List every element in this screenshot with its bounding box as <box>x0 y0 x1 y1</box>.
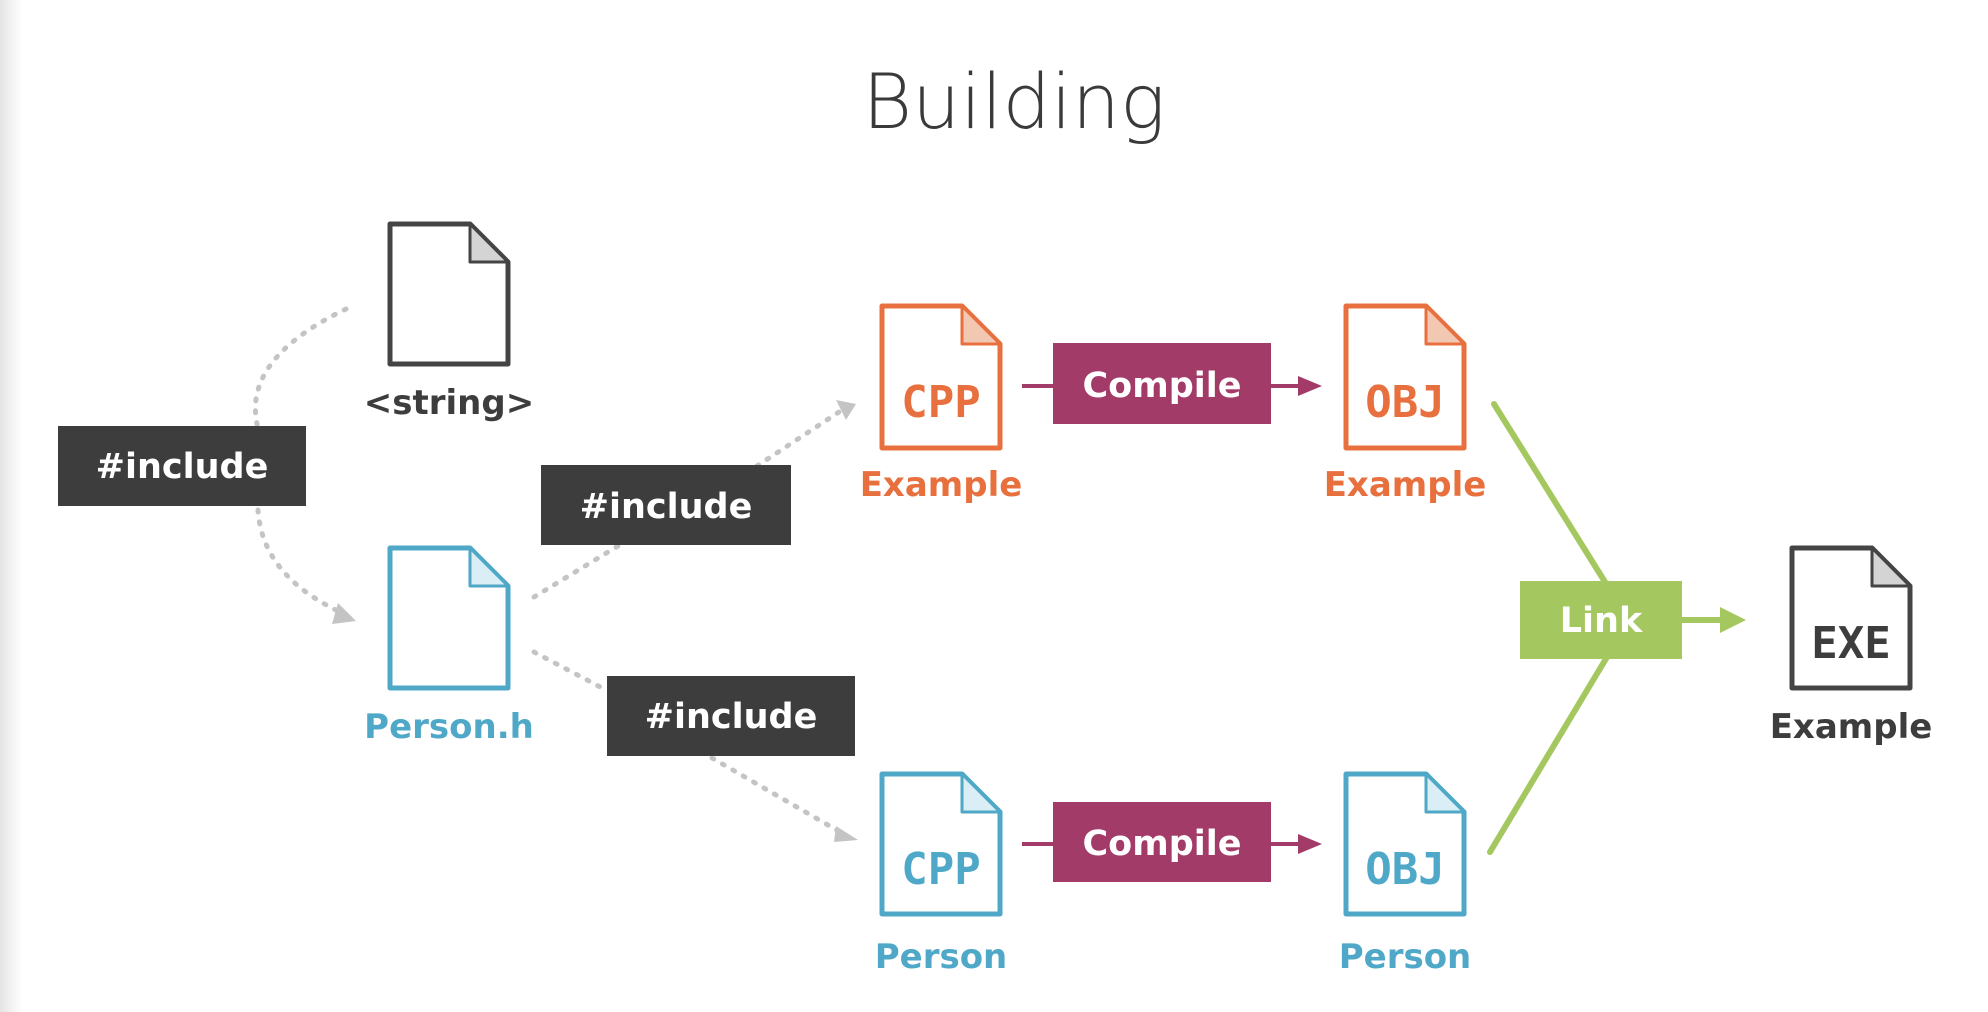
link-label: Link <box>1560 601 1643 641</box>
file-label-example-cpp: Example <box>860 465 1023 505</box>
document-icon <box>879 303 1003 451</box>
document-icon <box>387 221 511 367</box>
left-edge-shadow <box>0 0 22 1012</box>
file-label-person-obj: Person <box>1339 937 1472 977</box>
file-code-example-exe: EXE <box>1811 618 1890 669</box>
compile-label-example: Compile <box>1083 366 1242 406</box>
document-icon <box>1789 545 1913 691</box>
include-label-person: #include <box>645 697 818 737</box>
file-code-person-cpp: CPP <box>901 844 980 895</box>
include-box-example: #include <box>541 465 791 545</box>
arrow-head-icon <box>1720 607 1746 633</box>
include-arrow-string-to-person <box>252 306 356 624</box>
file-code-example-cpp: CPP <box>901 377 980 428</box>
file-label-person-h: Person.h <box>364 707 534 747</box>
link-box: Link <box>1520 581 1682 659</box>
arrow-head-icon <box>836 400 856 420</box>
file-person-obj: OBJ <box>1343 771 1467 917</box>
slide-title: Building <box>862 57 1165 146</box>
document-icon <box>1343 771 1467 917</box>
include-arrow-person-to-person-cpp <box>531 649 858 842</box>
file-label-example-obj: Example <box>1324 465 1487 505</box>
compile-label-person: Compile <box>1083 824 1242 864</box>
document-icon <box>387 545 511 691</box>
link-lines <box>1487 401 1746 855</box>
file-example-cpp: CPP <box>879 303 1003 451</box>
file-person-cpp: CPP <box>879 771 1003 917</box>
include-arrow-person-to-example-cpp <box>531 400 856 600</box>
include-box-person: #include <box>607 676 855 756</box>
file-label-string: <string> <box>364 383 534 423</box>
compile-box-person: Compile <box>1053 802 1271 882</box>
document-icon <box>1343 303 1467 451</box>
arrow-head-icon <box>1298 376 1322 396</box>
file-code-person-obj: OBJ <box>1365 844 1444 895</box>
compile-box-example: Compile <box>1053 343 1271 424</box>
include-label-example: #include <box>580 487 753 527</box>
file-example-obj: OBJ <box>1343 303 1467 451</box>
file-code-example-obj: OBJ <box>1365 377 1444 428</box>
file-label-example-exe: Example <box>1770 707 1933 747</box>
file-string-header <box>387 221 511 367</box>
include-box-string: #include <box>58 426 306 506</box>
arrow-head-icon <box>834 826 858 842</box>
file-example-exe: EXE <box>1789 545 1913 691</box>
file-person-header <box>387 545 511 691</box>
file-label-person-cpp: Person <box>875 937 1008 977</box>
include-label-string: #include <box>96 447 269 487</box>
arrow-head-icon <box>332 603 356 624</box>
arrow-head-icon <box>1298 834 1322 854</box>
document-icon <box>879 771 1003 917</box>
